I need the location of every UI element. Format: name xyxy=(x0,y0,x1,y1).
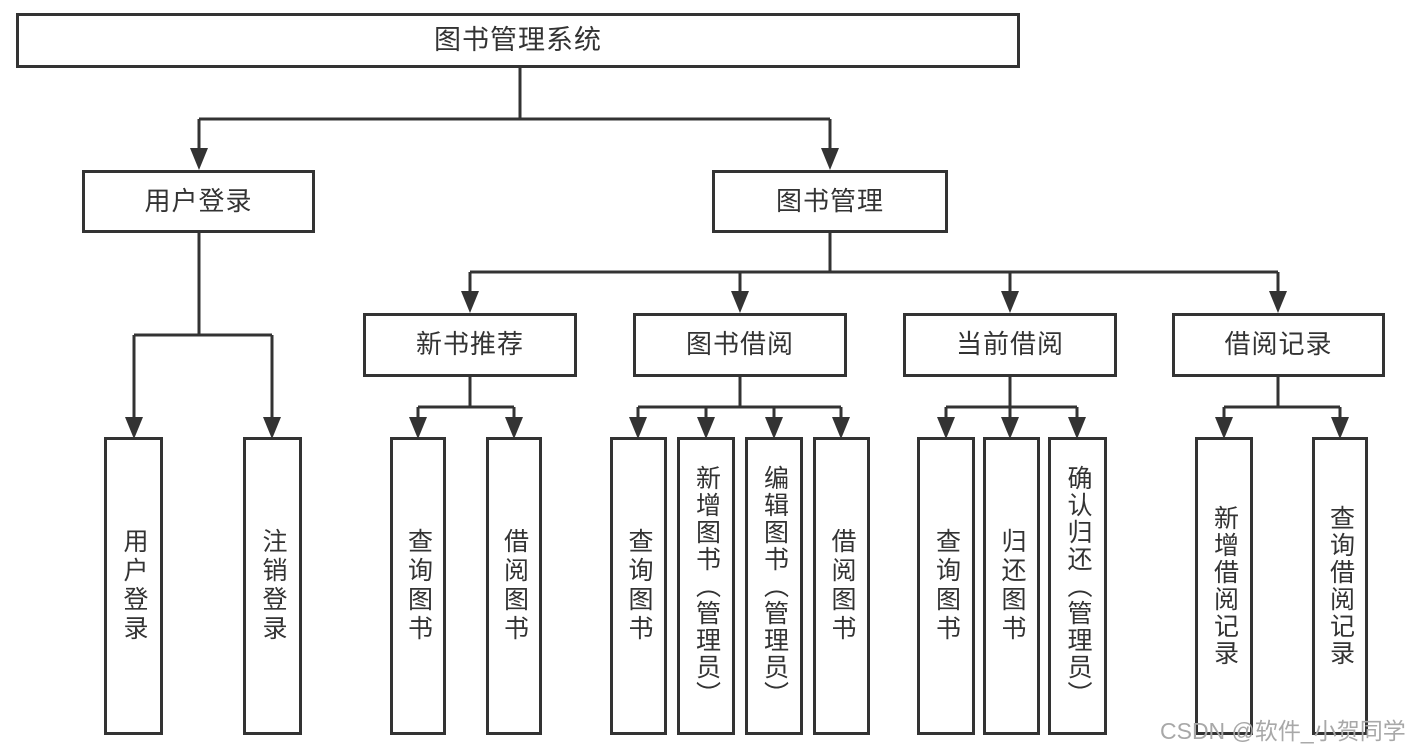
leaf-borrow-books-recommend: 借阅图书 xyxy=(486,437,542,735)
node-book-management: 图书管理 xyxy=(712,170,948,233)
arrowhead xyxy=(1001,417,1019,439)
leaf-confirm-return-admin: 确认归还（管理员） xyxy=(1048,437,1107,735)
connector-book-mgmt xyxy=(468,233,1280,293)
leaf-edit-books-admin: 编辑图书（管理员） xyxy=(745,437,803,735)
node-root-system: 图书管理系统 xyxy=(16,13,1020,68)
leaf-query-books-recommend: 查询图书 xyxy=(390,437,446,735)
node-user-login: 用户登录 xyxy=(82,170,315,233)
csdn-watermark: CSDN @软件_小贺同学 xyxy=(1160,718,1405,744)
connector-borrow-record xyxy=(1222,377,1342,419)
arrowheads xyxy=(125,148,1349,439)
arrowhead xyxy=(125,417,143,439)
leaf-logout: 注销登录 xyxy=(243,437,302,735)
arrowhead xyxy=(1001,291,1019,313)
leaf-query-books-borrowing: 查询图书 xyxy=(610,437,667,735)
arrowhead xyxy=(1068,417,1086,439)
arrowhead xyxy=(190,148,208,170)
arrowhead xyxy=(409,417,427,439)
leaf-return-books: 归还图书 xyxy=(983,437,1040,735)
connector-book-borrow xyxy=(636,377,843,419)
connector-root xyxy=(197,68,832,150)
arrowhead xyxy=(937,417,955,439)
leaf-query-books-current: 查询图书 xyxy=(917,437,975,735)
arrowhead xyxy=(821,148,839,170)
arrowhead xyxy=(629,417,647,439)
connector-user-login xyxy=(132,233,274,419)
arrowhead xyxy=(263,417,281,439)
leaf-borrow-books-borrowing: 借阅图书 xyxy=(813,437,870,735)
arrowhead xyxy=(1215,417,1233,439)
node-borrowing-records: 借阅记录 xyxy=(1172,313,1385,377)
connector-new-book xyxy=(416,377,516,419)
leaf-user-login: 用户登录 xyxy=(104,437,163,735)
arrowhead xyxy=(832,417,850,439)
node-current-borrowing: 当前借阅 xyxy=(903,313,1117,377)
arrowhead xyxy=(765,417,783,439)
connector-current-borrow xyxy=(944,377,1079,419)
node-book-borrowing: 图书借阅 xyxy=(633,313,847,377)
arrowhead xyxy=(461,291,479,313)
arrowhead xyxy=(1269,291,1287,313)
arrowhead xyxy=(505,417,523,439)
node-new-book-recommendation: 新书推荐 xyxy=(363,313,577,377)
leaf-query-borrow-record: 查询借阅记录 xyxy=(1312,437,1368,735)
arrowhead xyxy=(697,417,715,439)
leaf-add-books-admin: 新增图书（管理员） xyxy=(677,437,735,735)
arrowhead xyxy=(731,291,749,313)
leaf-add-borrow-record: 新增借阅记录 xyxy=(1195,437,1253,735)
arrowhead xyxy=(1331,417,1349,439)
